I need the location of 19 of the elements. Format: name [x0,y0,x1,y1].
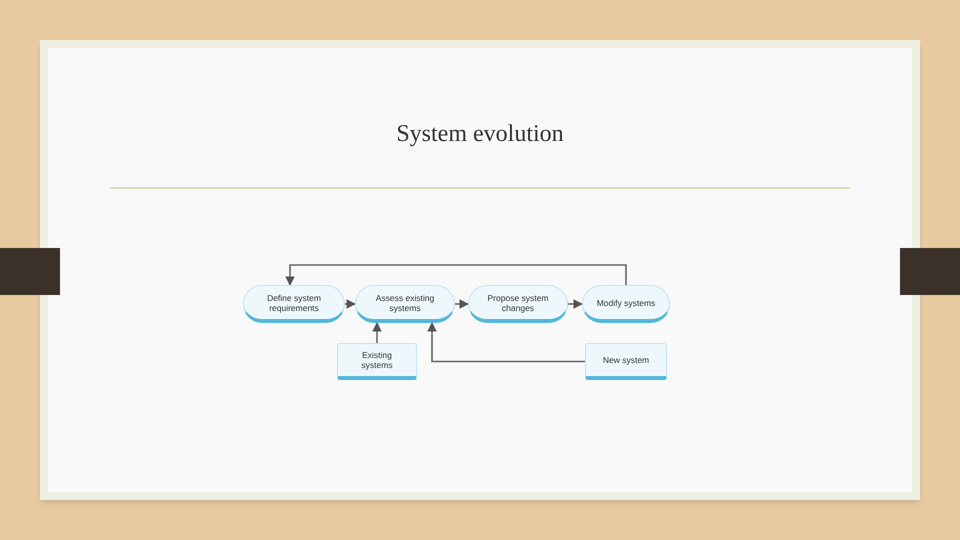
node-label: Modify systems [596,298,656,308]
input-box [337,343,417,380]
node-label: Define system requirements [266,292,322,312]
node-label: Propose system changes [486,292,550,312]
slide-title: System evolution [395,120,565,149]
arrow [372,322,382,343]
input-box [585,343,667,380]
process-pill [243,285,345,323]
node-label: Existing systems [360,350,394,370]
process-pill [355,285,455,323]
process-pill [468,285,568,323]
node-label: New system [602,355,650,365]
arrow [345,299,356,309]
arrow [568,299,583,309]
arrow [285,264,627,286]
process-pill [582,285,670,323]
node-label: Assess existing systems [374,292,436,312]
arrow [455,299,469,309]
arrow [427,322,585,362]
